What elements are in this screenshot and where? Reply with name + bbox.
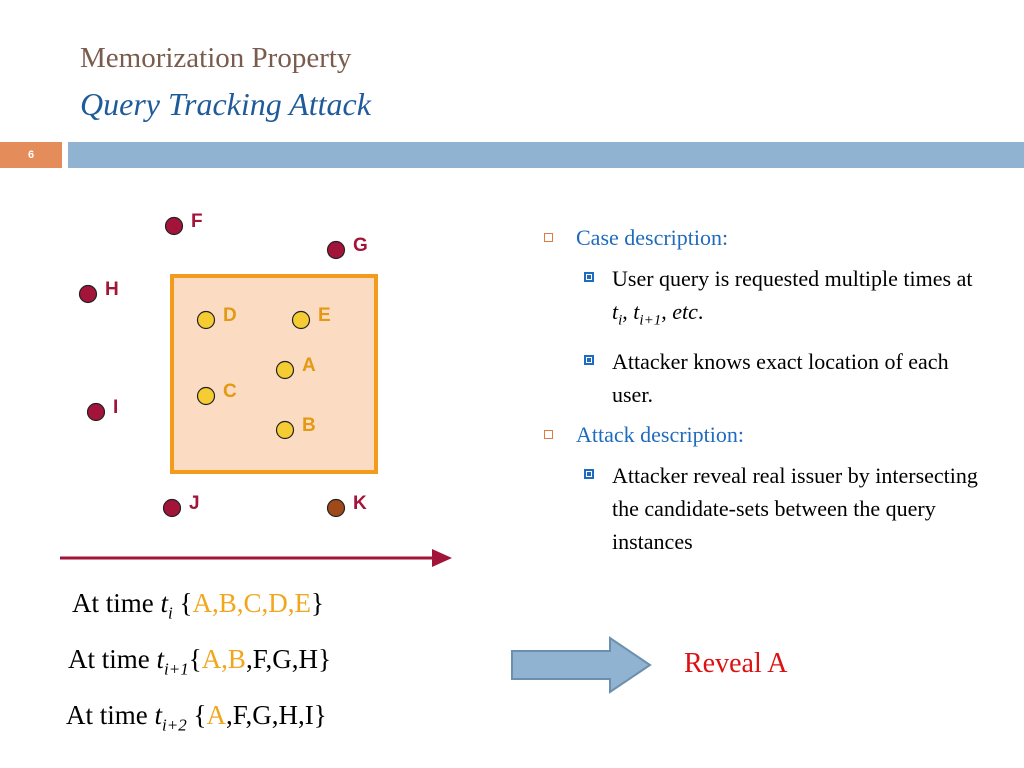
user-label-d: D: [223, 305, 237, 326]
brace-close: }: [318, 644, 332, 674]
brace-close: }: [313, 700, 327, 730]
user-label-a: A: [302, 355, 316, 376]
time-arrow-head: [432, 549, 452, 567]
bullet-square-icon: [584, 272, 594, 282]
user-point-i: [86, 402, 106, 422]
sub-i-plus-1: i+1: [639, 312, 662, 329]
time-var: t: [154, 700, 163, 730]
time-var: t: [156, 644, 165, 674]
user-label-h: H: [105, 279, 119, 300]
time-prefix: At time: [68, 644, 157, 674]
brace-close: }: [310, 588, 324, 618]
user-label-f: F: [191, 211, 203, 232]
candidate-highlight: A,B,C,D,E: [192, 588, 311, 618]
right-arrow-icon: [511, 636, 652, 694]
user-point-a: [275, 360, 295, 380]
user-label-j: J: [189, 493, 200, 514]
attack-item-1-text: Attacker reveal real issuer by intersect…: [612, 463, 978, 555]
slide-title: Memorization Property: [80, 42, 352, 74]
brace-open: {: [188, 644, 202, 674]
user-point-e: [291, 310, 311, 330]
sub-i: i: [618, 312, 623, 329]
time-var: t: [160, 588, 169, 618]
slide-number: 6: [0, 142, 62, 168]
reveal-result: Reveal A: [684, 648, 788, 679]
etc-text: etc: [672, 299, 698, 324]
time-line-1: At time ti+1{A,B,F,G,H}: [68, 644, 331, 679]
case-description-heading: Case description:: [540, 222, 980, 254]
candidate-highlight: A,B: [201, 644, 246, 674]
case-item-2-text: Attacker knows exact location of each us…: [612, 349, 949, 408]
attack-heading-text: Attack description:: [576, 422, 745, 448]
user-point-f: [164, 216, 184, 236]
user-label-g: G: [353, 235, 368, 256]
user-point-b: [275, 420, 295, 440]
time-prefix: At time: [72, 588, 161, 618]
time-prefix: At time: [66, 700, 155, 730]
slide-subtitle: Query Tracking Attack: [80, 86, 371, 122]
user-point-d: [196, 310, 216, 330]
bullet-square-icon: [584, 355, 594, 366]
attack-item-1: Attacker reveal real issuer by intersect…: [540, 459, 980, 558]
time-sub: i: [168, 603, 173, 623]
user-label-i: I: [113, 397, 118, 418]
bullet-square-icon: [584, 469, 594, 480]
var-t: t: [612, 299, 619, 324]
location-diagram: F G H I J K D E A C B: [60, 211, 452, 567]
bullet-list: Case description: User query is requeste…: [540, 222, 980, 566]
candidate-rest: ,F,G,H: [245, 644, 319, 674]
var-t: t: [633, 299, 640, 324]
user-point-j: [162, 498, 182, 518]
case-heading-text: Case description:: [576, 225, 729, 250]
attack-description-heading: Attack description:: [540, 419, 980, 451]
user-point-k: [326, 498, 346, 518]
user-label-b: B: [302, 415, 316, 436]
brace-open: {: [186, 700, 207, 730]
user-label-c: C: [223, 381, 237, 402]
time-sub: i+1: [164, 659, 189, 679]
user-label-k: K: [353, 493, 367, 514]
time-line-2: At time ti+2 {A,F,G,H,I}: [66, 700, 327, 735]
user-label-e: E: [318, 305, 331, 326]
user-point-c: [196, 386, 216, 406]
case-item-2: Attacker knows exact location of each us…: [540, 345, 980, 411]
user-point-h: [78, 284, 98, 304]
title-bar: [68, 142, 1024, 168]
case-item-1: User query is requested multiple times a…: [540, 262, 980, 337]
time-sub: i+2: [162, 715, 187, 735]
candidate-rest: ,F,G,H,I: [225, 700, 314, 730]
user-point-g: [326, 240, 346, 260]
cloaking-region: [170, 274, 378, 474]
brace-open: {: [172, 588, 193, 618]
time-line-0: At time ti {A,B,C,D,E}: [72, 588, 324, 623]
candidate-highlight: A: [206, 700, 226, 730]
case-item-1-text: User query is requested multiple times a…: [612, 266, 973, 291]
